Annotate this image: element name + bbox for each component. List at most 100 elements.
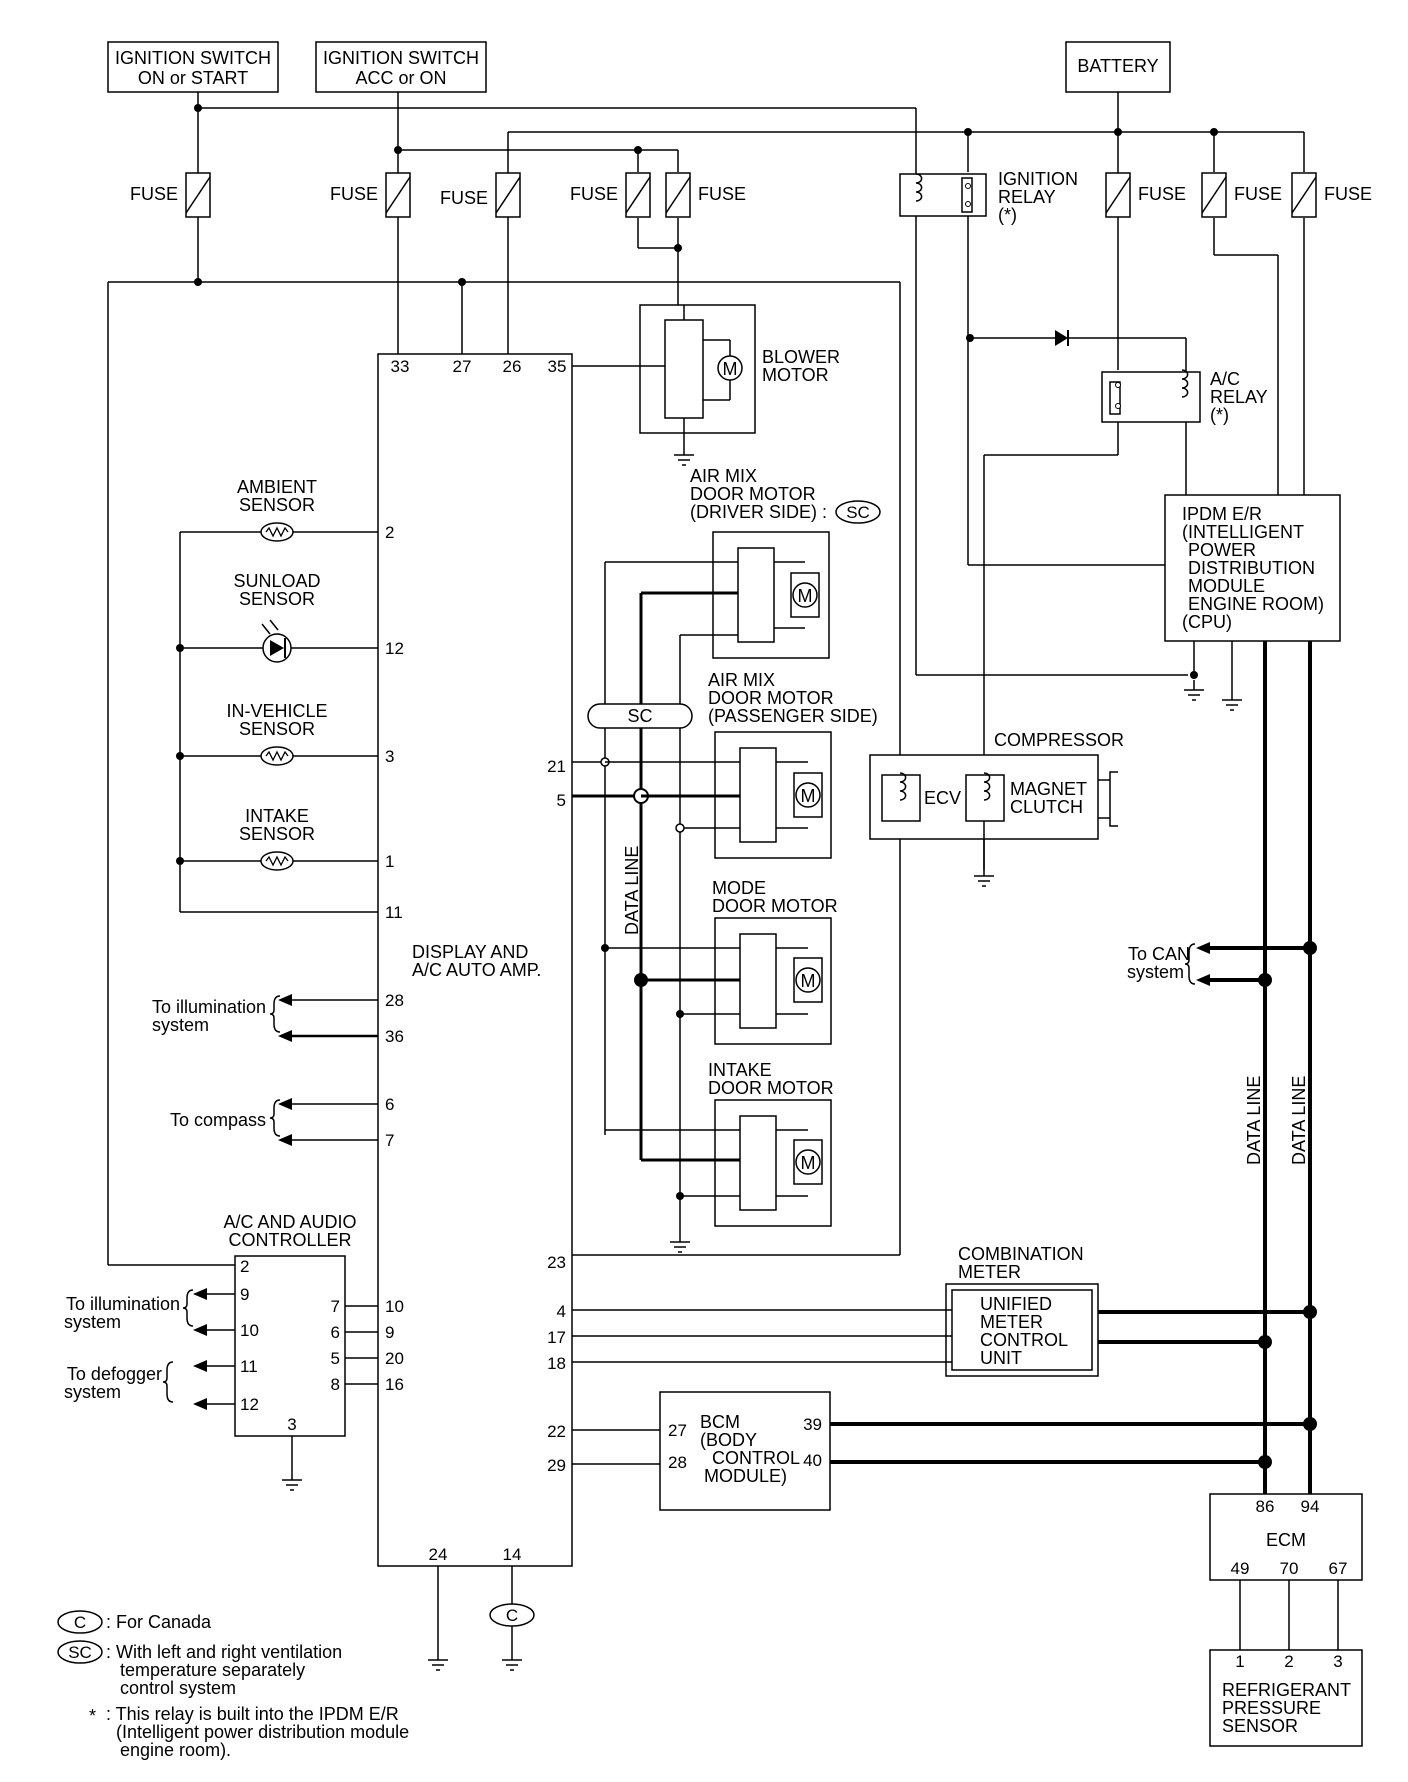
svg-text:MOTOR: MOTOR: [762, 365, 829, 385]
svg-text:FUSE: FUSE: [130, 184, 178, 204]
fuse-8: FUSE: [1291, 172, 1372, 218]
svg-text:6: 6: [331, 1323, 340, 1342]
svg-text:26: 26: [503, 357, 522, 376]
legend: C : For Canada SC : With left and right …: [57, 1610, 409, 1760]
svg-text:16: 16: [385, 1375, 404, 1394]
svg-text:BLOWER: BLOWER: [762, 347, 840, 367]
svg-text:2: 2: [385, 523, 394, 542]
svg-text:SENSOR: SENSOR: [239, 589, 315, 609]
svg-text:CONTROL: CONTROL: [980, 1330, 1068, 1350]
door-motors: SC DATA LINE M AIR MIX DOOR MOTOR (DRIVE…: [572, 466, 881, 1253]
svg-text:DISPLAY AND: DISPLAY AND: [412, 942, 528, 962]
svg-text:67: 67: [1329, 1559, 1348, 1578]
svg-text:10: 10: [385, 1297, 404, 1316]
svg-text:DOOR MOTOR: DOOR MOTOR: [712, 896, 838, 916]
svg-text:C: C: [506, 1606, 518, 1625]
svg-text:IGNITION: IGNITION: [998, 169, 1078, 189]
svg-text:1: 1: [1235, 1652, 1244, 1671]
svg-text:INTAKE: INTAKE: [708, 1060, 772, 1080]
sensors: AMBIENT SENSOR SUNLOAD SENSOR IN-VEHICLE…: [176, 477, 378, 913]
svg-text:28: 28: [668, 1453, 687, 1472]
svg-text:FUSE: FUSE: [330, 184, 378, 204]
in-vehicle-sensor: IN-VEHICLE SENSOR: [226, 701, 328, 766]
svg-text:39: 39: [803, 1415, 822, 1434]
svg-text:M: M: [798, 586, 813, 606]
display-ac-auto-amp: DISPLAY AND A/C AUTO AMP. 33 27 26 35 2 …: [377, 353, 573, 1671]
svg-text:POWER: POWER: [1188, 540, 1256, 560]
svg-text:SUNLOAD: SUNLOAD: [233, 571, 320, 591]
bcm: 27 28 39 40 BCM (BODY CONTROL MODULE): [572, 1391, 1317, 1511]
blower-motor: M BLOWER MOTOR: [572, 304, 840, 466]
svg-text:40: 40: [803, 1451, 822, 1470]
fuse-4: FUSE: [570, 172, 651, 218]
svg-text:SC: SC: [846, 503, 870, 522]
svg-text:SENSOR: SENSOR: [1222, 1716, 1298, 1736]
svg-text:SC: SC: [627, 706, 652, 726]
svg-text:70: 70: [1280, 1559, 1299, 1578]
svg-text:IGNITION SWITCH: IGNITION SWITCH: [323, 48, 479, 68]
svg-text:10: 10: [240, 1321, 259, 1340]
fuse-3: FUSE: [440, 172, 521, 218]
sc-label: SC: [587, 703, 693, 729]
svg-text:A/C: A/C: [1210, 369, 1240, 389]
svg-text:29: 29: [547, 1456, 566, 1475]
svg-text:28: 28: [385, 991, 404, 1010]
svg-text:INTAKE: INTAKE: [245, 806, 309, 826]
svg-text:To defogger: To defogger: [67, 1364, 162, 1384]
sunload-sensor: SUNLOAD SENSOR: [233, 571, 321, 663]
svg-text:ON or START: ON or START: [138, 68, 248, 88]
svg-text:86: 86: [1256, 1497, 1275, 1516]
fuse-7: FUSE: [1201, 172, 1282, 218]
fuse-5: FUSE: [665, 172, 746, 218]
svg-text:(*): (*): [998, 205, 1017, 225]
svg-text:: This relay is built into the: : This relay is built into the IPDM E/R: [106, 1704, 399, 1724]
svg-text:9: 9: [240, 1285, 249, 1304]
svg-text:UNIT: UNIT: [980, 1348, 1022, 1368]
svg-text:4: 4: [557, 1302, 566, 1321]
fuse-1: FUSE: [130, 172, 211, 218]
svg-text:BCM: BCM: [700, 1412, 740, 1432]
intake-door-motor: M INTAKE DOOR MOTOR: [605, 1060, 834, 1227]
svg-text:DATA LINE: DATA LINE: [1289, 1076, 1309, 1165]
svg-text:21: 21: [547, 757, 566, 776]
svg-text:PRESSURE: PRESSURE: [1222, 1698, 1321, 1718]
svg-text:RELAY: RELAY: [1210, 387, 1268, 407]
svg-text:5: 5: [557, 791, 566, 810]
svg-text:3: 3: [385, 747, 394, 766]
svg-text:(Intelligent power distributio: (Intelligent power distribution module: [116, 1722, 409, 1742]
fuse-6: FUSE: [1105, 172, 1186, 218]
svg-text:DOOR MOTOR: DOOR MOTOR: [708, 688, 834, 708]
svg-text:engine room).: engine room).: [120, 1740, 231, 1760]
svg-text:17: 17: [547, 1328, 566, 1347]
svg-text:system: system: [64, 1382, 121, 1402]
svg-text:ENGINE ROOM): ENGINE ROOM): [1188, 594, 1324, 614]
svg-text:22: 22: [547, 1422, 566, 1441]
svg-text:IGNITION SWITCH: IGNITION SWITCH: [115, 48, 271, 68]
svg-text:12: 12: [240, 1395, 259, 1414]
mode-door-motor: M MODE DOOR MOTOR: [601, 878, 838, 1045]
svg-text:IPDM E/R: IPDM E/R: [1182, 504, 1262, 524]
svg-text:temperature separately: temperature separately: [120, 1660, 305, 1680]
svg-text:SENSOR: SENSOR: [239, 824, 315, 844]
svg-text:system: system: [152, 1015, 209, 1035]
svg-text:35: 35: [548, 357, 567, 376]
svg-text:A/C AND AUDIO: A/C AND AUDIO: [223, 1212, 356, 1232]
svg-text:ECM: ECM: [1266, 1530, 1306, 1550]
svg-text:FUSE: FUSE: [1324, 184, 1372, 204]
ignition-switch-acc-on-box: IGNITION SWITCH ACC or ON: [315, 41, 487, 93]
ac-audio-controller: A/C AND AUDIO CONTROLLER 2 9 10 11 12 7 …: [64, 1212, 404, 1491]
svg-text:(*): (*): [1210, 405, 1229, 425]
svg-text:(BODY: (BODY: [700, 1430, 757, 1450]
svg-text:FUSE: FUSE: [440, 188, 488, 208]
svg-text:: With left and right ventilat: : With left and right ventilation: [106, 1642, 342, 1662]
svg-text:14: 14: [503, 1545, 522, 1564]
amp-external-connections: To illumination system To compass: [152, 994, 378, 1146]
svg-text:FUSE: FUSE: [1234, 184, 1282, 204]
svg-text:27: 27: [453, 357, 472, 376]
svg-text:27: 27: [668, 1421, 687, 1440]
svg-text:24: 24: [429, 1545, 448, 1564]
svg-text:ACC or ON: ACC or ON: [355, 68, 446, 88]
svg-text:23: 23: [547, 1253, 566, 1272]
ignition-relay: IGNITION RELAY (*): [899, 169, 1187, 566]
